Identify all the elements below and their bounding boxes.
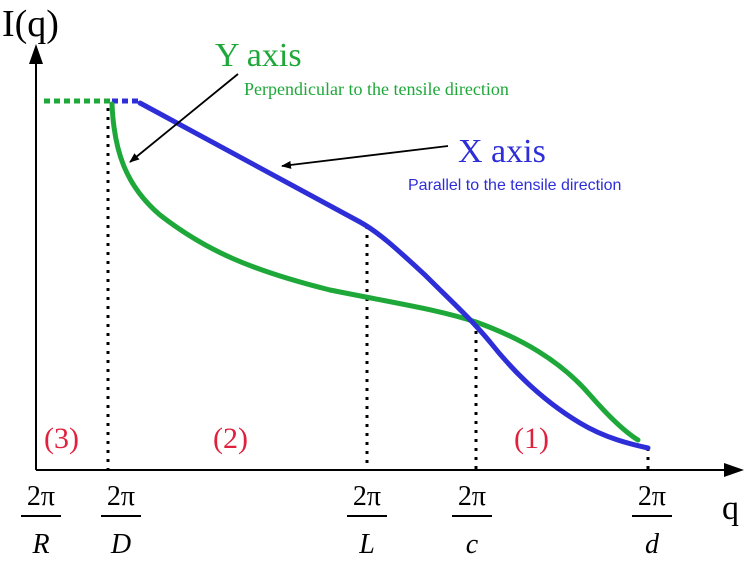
tick-D-numerator: 2π bbox=[107, 481, 135, 512]
tick-d-numerator: 2π bbox=[638, 481, 666, 512]
tick-D: 2π D bbox=[101, 481, 141, 560]
tick-L-denominator: L bbox=[358, 529, 375, 560]
tick-R-numerator: 2π bbox=[27, 481, 55, 512]
tick-R-denominator: R bbox=[31, 529, 49, 560]
x-axis-arrowhead bbox=[724, 463, 744, 477]
region-label-3: (3) bbox=[44, 422, 79, 455]
y-axis-annotation-arrow bbox=[129, 73, 239, 163]
tick-d-denominator: d bbox=[645, 529, 660, 560]
region-label-1: (1) bbox=[514, 422, 549, 455]
region-label-2: (2) bbox=[213, 422, 248, 455]
tick-c-denominator: c bbox=[466, 529, 479, 560]
y-axis-curve bbox=[109, 101, 641, 443]
tick-L-numerator: 2π bbox=[353, 481, 381, 512]
tick-c: 2π c bbox=[452, 481, 492, 560]
x-axis-subtitle: Parallel to the tensile direction bbox=[408, 177, 621, 194]
tick-R: 2π R bbox=[21, 481, 61, 560]
tick-c-numerator: 2π bbox=[458, 481, 486, 512]
x-axis-annotation-arrow bbox=[281, 145, 449, 169]
x-axis-title: X axis bbox=[458, 133, 546, 170]
x-axis-label: q bbox=[722, 490, 739, 527]
tick-D-denominator: D bbox=[110, 529, 131, 560]
y-axis-label: I(q) bbox=[2, 3, 59, 45]
y-axis-subtitle: Perpendicular to the tensile direction bbox=[244, 79, 509, 99]
y-axis-title: Y axis bbox=[215, 37, 302, 74]
tick-L: 2π L bbox=[347, 481, 387, 560]
x-axis-curve bbox=[137, 100, 651, 451]
tick-d: 2π d bbox=[632, 481, 672, 560]
y-axis-arrowhead bbox=[29, 44, 43, 64]
